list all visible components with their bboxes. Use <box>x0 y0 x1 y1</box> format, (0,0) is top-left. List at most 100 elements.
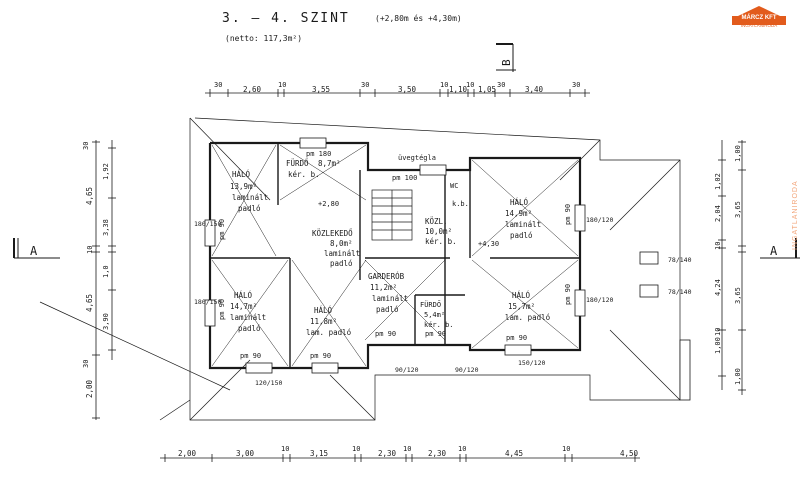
dim-right-inner-2: 10 <box>714 242 722 250</box>
dim-right-outer-1: 3,65 <box>734 201 742 218</box>
dim-left-inner-5: 30 <box>82 360 90 368</box>
dim-top-11: 3,40 <box>525 85 544 94</box>
room-name: GARDERÓB <box>368 272 405 281</box>
room-floor: padló <box>238 204 261 213</box>
dim-top-12: 30 <box>572 81 580 89</box>
dim-left-inner-1: 1,92 <box>102 163 110 180</box>
room-name: KÖZLEKEDŐ <box>312 229 353 238</box>
dim-right-inner-4: 10 <box>714 328 722 336</box>
room-name: HÁLÓ <box>512 291 531 300</box>
dimension-line-right-inner: 1,02 2,04 10 4,24 10 1,00 <box>714 140 726 390</box>
window-code: 120/150 <box>255 379 282 387</box>
room-area: 11,8m² <box>310 317 337 326</box>
dim-left-inner-4: 3,90 <box>102 313 110 330</box>
dim-right-outer-3: 1,00 <box>734 368 742 385</box>
room-name: HÁLÓ <box>314 306 333 315</box>
glass-block-label: üvegtégla <box>398 154 436 162</box>
dim-top-3: 3,55 <box>312 85 330 94</box>
room-floor: laminált <box>372 294 408 303</box>
room-wc: WC k.b. <box>450 182 469 208</box>
dim-bottom-1: 3,00 <box>236 449 255 458</box>
room-area: 8,0m² <box>330 239 353 248</box>
window-code: 150/120 <box>518 359 545 367</box>
room-area: 8,7m² <box>318 159 341 168</box>
window-code: 180/150 <box>194 298 221 306</box>
window-codes: 180/150 180/150 180/120 180/120 78/140 7… <box>194 216 692 387</box>
room-halo-3: HÁLÓ 14,7m² laminált padló <box>230 291 266 333</box>
pm-label: pm 90 <box>375 330 396 338</box>
dimension-line-left-outer: 4,65 10 4,65 2,00 <box>85 140 100 420</box>
dim-bottom-10: 10 <box>562 445 570 453</box>
dim-top-7: 1,10 <box>449 85 468 94</box>
room-area: 11,2m² <box>370 283 397 292</box>
room-name: KÖZL. <box>425 217 448 226</box>
room-area: 10,0m² <box>425 227 452 236</box>
room-name: HÁLÓ <box>234 291 253 300</box>
outer-walls <box>208 141 582 370</box>
room-name: FÜRDŐ <box>420 300 441 309</box>
roof-outline <box>39 117 681 421</box>
dim-bottom-9: 4,45 <box>505 449 523 458</box>
window-code: 90/120 <box>455 366 479 374</box>
logo-watermark: INGATLANIRODA <box>792 180 799 250</box>
room-area: 15,7m² <box>508 302 535 311</box>
room-floor: padló <box>510 231 533 240</box>
room-name: HÁLÓ <box>232 170 251 179</box>
level-label-280: +2,80 <box>318 200 339 208</box>
dim-top-4: 30 <box>361 81 369 89</box>
window-code: 180/120 <box>586 216 613 224</box>
pm-label: pm 100 <box>392 174 417 182</box>
window-code: 78/140 <box>668 288 692 296</box>
dimension-line-bottom: 2,00 3,00 10 3,15 10 2,30 10 2,30 10 4,4… <box>160 445 640 462</box>
dimension-line-left-inner: 30 1,92 3,38 1,0 3,90 30 <box>82 140 116 368</box>
dim-bottom-6: 10 <box>403 445 411 453</box>
room-kozl: KÖZL. 10,0m² kér. b. <box>425 217 457 246</box>
pm-label: pm 90 <box>240 352 261 360</box>
dim-bottom-4: 10 <box>352 445 360 453</box>
room-halo-4: HÁLÓ 11,8m² lam. padló <box>306 306 352 337</box>
dimension-line-top: 30 2,60 10 3,55 30 3,50 10 1,10 10 1,05 … <box>205 81 590 97</box>
pm-label: pm 90 <box>425 330 446 338</box>
pm-labels: pm 180 pm 100 pm 90 pm 90 pm 90 pm 90 pm… <box>218 150 572 360</box>
dim-bottom-5: 2,30 <box>378 449 397 458</box>
dim-bottom-11: 4,50 <box>620 449 639 458</box>
dim-right-inner-3: 4,24 <box>714 279 722 296</box>
room-furdo-1: FÜRDŐ 8,7m² kér. b. <box>286 159 341 179</box>
pm-label: pm 90 <box>506 334 527 342</box>
dim-bottom-7: 2,30 <box>428 449 447 458</box>
dim-bottom-2: 10 <box>281 445 289 453</box>
section-label-b: B <box>500 59 513 66</box>
room-floor: kér. b. <box>425 237 457 246</box>
dim-left-outer-1: 10 <box>86 246 94 254</box>
room-area: 13,9m² <box>230 182 257 191</box>
pm-label: pm 90 <box>310 352 331 360</box>
room-floor: kér. b. <box>424 321 454 329</box>
dim-right-outer-0: 1,00 <box>734 145 742 162</box>
room-halo-2: HÁLÓ 14,9m² laminált padló <box>505 198 541 240</box>
plan-elevations: (+2,80m és +4,30m) <box>375 13 462 23</box>
company-logo <box>732 6 786 25</box>
interior-walls <box>210 143 580 368</box>
window-code: 180/150 <box>194 220 221 228</box>
room-area: 14,9m² <box>505 209 532 218</box>
room-name: FÜRDŐ <box>286 159 309 168</box>
dim-top-6: 10 <box>440 81 448 89</box>
level-label-430: +4,30 <box>478 240 499 248</box>
dim-top-8: 10 <box>466 81 474 89</box>
pm-label: pm 90 <box>218 219 226 240</box>
dim-bottom-3: 3,15 <box>310 449 328 458</box>
room-floor: lam. padló <box>306 328 352 337</box>
pm-label: pm 90 <box>218 299 226 320</box>
room-name: WC <box>450 182 458 190</box>
window-code: 78/140 <box>668 256 692 264</box>
room-floor: k.b. <box>452 200 469 208</box>
room-area: 14,7m² <box>230 302 257 311</box>
dim-left-outer-3: 2,00 <box>85 379 94 398</box>
dim-top-10: 30 <box>497 81 505 89</box>
dim-right-outer-2: 3,65 <box>734 287 742 304</box>
plan-netto-area: (netto: 117,3m²) <box>225 34 302 43</box>
dim-left-inner-0: 30 <box>82 142 90 150</box>
room-floor: laminált <box>505 220 541 229</box>
room-halo-5: HÁLÓ 15,7m² lam. padló <box>505 291 551 322</box>
